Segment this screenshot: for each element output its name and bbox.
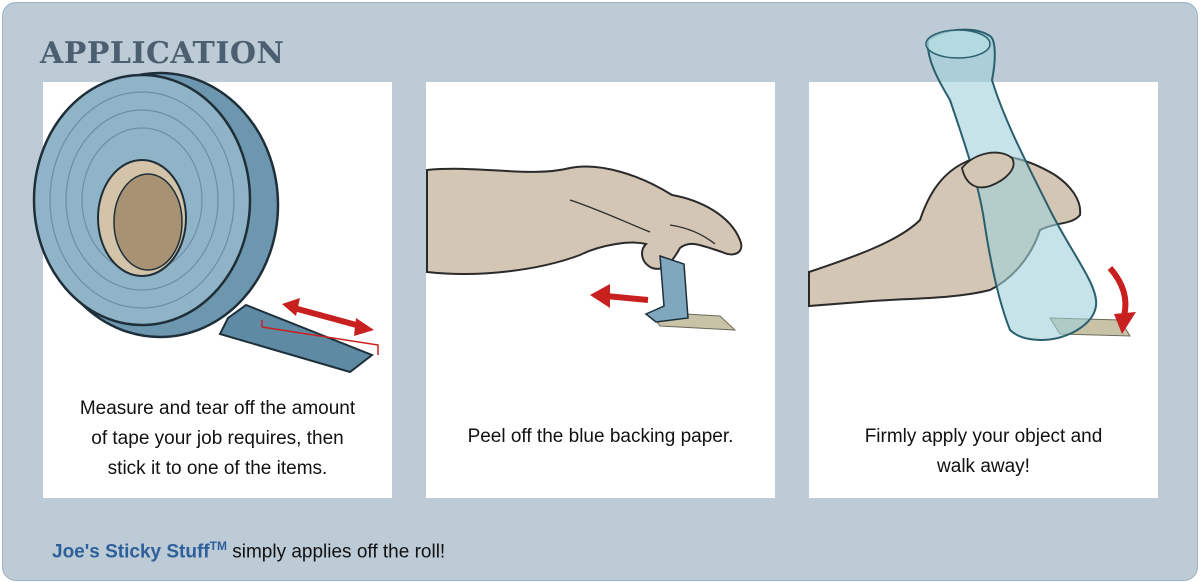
caption-line: Firmly apply your object and (864, 426, 1103, 447)
footer-tagline: Joe's Sticky StuffTM simply applies off … (52, 539, 445, 563)
tape-core-hole (113, 173, 183, 271)
step-caption-peel: Peel off the blue backing paper. (426, 422, 775, 452)
trademark-mark: TM (209, 539, 227, 553)
brand-name: Joe's Sticky Stuff (52, 541, 210, 563)
bottle (926, 28, 1098, 341)
caption-line: of tape your job requires, then (91, 428, 344, 449)
step-caption-measure: Measure and tear off the amount of tape … (43, 394, 392, 484)
measure-bracket (261, 326, 379, 355)
tagline-text: simply applies off the roll! (226, 541, 446, 563)
blue-backing-paper (644, 254, 689, 323)
caption-line: walk away! (937, 456, 1030, 477)
caption-line: stick it to one of the items. (107, 458, 328, 479)
thumb (961, 151, 1015, 189)
caption-line: Peel off the blue backing paper. (467, 426, 734, 447)
tape-strip (218, 303, 375, 374)
press-arrow-icon (1107, 266, 1136, 334)
hand (426, 165, 743, 276)
measure-double-arrow-icon (282, 298, 374, 336)
peel-arrow-icon (590, 284, 649, 308)
section-title: APPLICATION (40, 36, 285, 71)
caption-line: Measure and tear off the amount (79, 398, 356, 419)
step-caption-apply: Firmly apply your object and walk away! (809, 422, 1158, 482)
